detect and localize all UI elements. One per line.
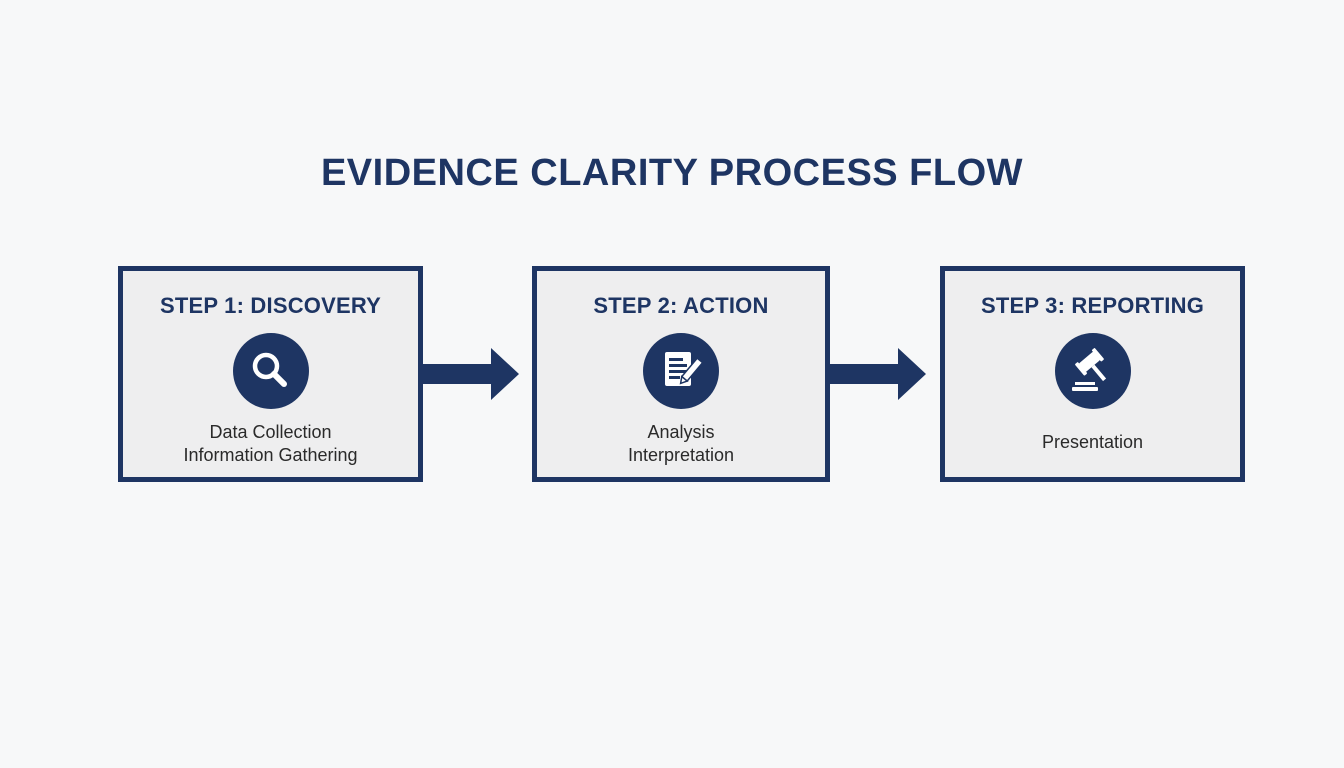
step-2-box: STEP 2: ACTION Analysis Interpretation — [532, 266, 830, 482]
step-2-description: Analysis Interpretation — [537, 421, 825, 467]
document-pen-icon — [643, 333, 719, 409]
step-1-line-1: Data Collection — [209, 422, 332, 442]
step-1-heading: STEP 1: DISCOVERY — [159, 293, 381, 318]
step-2-heading: STEP 2: ACTION — [593, 293, 769, 318]
step-2-line-2: Interpretation — [627, 445, 735, 465]
arrow-connector-1 — [421, 348, 519, 400]
step-3-line-1: Presentation — [1041, 432, 1144, 452]
step-1-box: STEP 1: DISCOVERY Data Collection Inform… — [118, 266, 423, 482]
step-1-line-2: Information Gathering — [183, 445, 358, 465]
step-3-box: STEP 3: REPORTING Presentation — [940, 266, 1245, 482]
arrow-connector-2 — [828, 348, 926, 400]
diagram-title: EVIDENCE CLARITY PROCESS FLOW — [320, 152, 1024, 194]
magnifier-icon — [232, 333, 309, 409]
gavel-icon — [1054, 333, 1131, 409]
step-2-line-1: Analysis — [647, 422, 715, 442]
step-3-heading: STEP 3: REPORTING — [980, 293, 1205, 318]
step-1-description: Data Collection Information Gathering — [123, 421, 418, 467]
step-3-description: Presentation — [945, 431, 1240, 454]
